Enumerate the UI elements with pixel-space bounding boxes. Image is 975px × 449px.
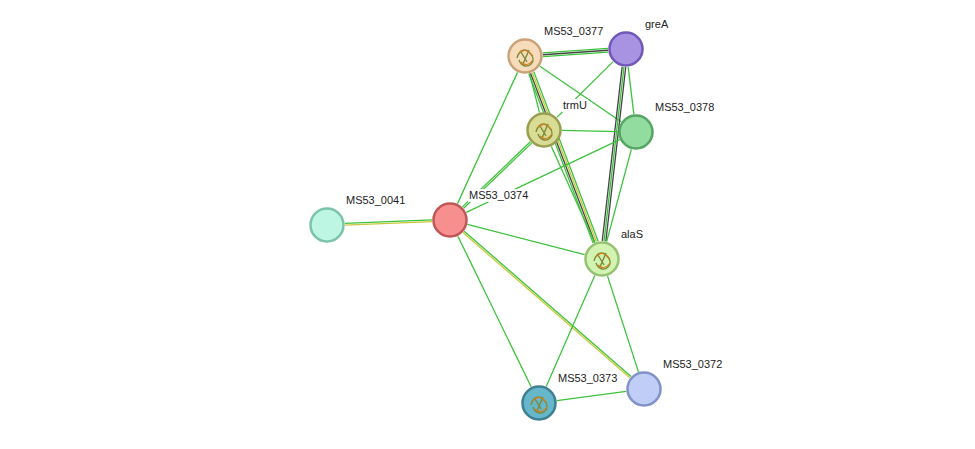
edge-line <box>463 233 630 378</box>
node-circle <box>521 385 557 421</box>
edge-line <box>457 72 517 203</box>
edge-line <box>551 146 594 242</box>
protein-node: alaS <box>584 241 620 277</box>
edge-line <box>606 67 626 241</box>
node-label: MS53_0041 <box>345 194 406 207</box>
node-label: MS53_0373 <box>557 372 618 385</box>
protein-node: trmU <box>526 112 562 148</box>
edge-line <box>608 276 639 372</box>
protein-node: MS53_0374 <box>432 202 468 238</box>
node-label: MS53_0374 <box>468 189 529 202</box>
interaction-edge <box>543 48 608 56</box>
node-label: MS53_0372 <box>662 358 723 371</box>
protein-node: greA <box>608 31 644 67</box>
edge-line <box>557 62 613 118</box>
edge-line <box>462 142 530 207</box>
node-circle <box>432 202 468 238</box>
node-circle <box>309 207 345 243</box>
node-circle <box>584 241 620 277</box>
interaction-edge <box>557 391 626 400</box>
edge-line <box>345 222 432 226</box>
interaction-edge <box>551 146 594 242</box>
node-circle <box>626 371 662 407</box>
node-circle <box>526 112 562 148</box>
interaction-edge <box>458 236 531 387</box>
edge-line <box>458 236 531 387</box>
interaction-edge <box>557 62 613 118</box>
interaction-edge <box>345 220 432 225</box>
interaction-edge <box>562 130 618 131</box>
node-circle <box>608 31 644 67</box>
interaction-edge <box>546 275 595 386</box>
interaction-edge <box>462 142 531 208</box>
node-label: MS53_0377 <box>543 25 604 38</box>
node-label: alaS <box>620 228 644 241</box>
node-label: MS53_0378 <box>654 101 715 114</box>
protein-node: MS53_0378 <box>618 114 654 150</box>
edge-line <box>562 130 618 131</box>
interaction-edge <box>457 72 517 203</box>
protein-node: MS53_0041 <box>309 207 345 243</box>
edge-line <box>557 391 626 400</box>
interaction-edge <box>466 140 619 213</box>
edge-line <box>466 140 619 213</box>
edge-line <box>464 143 532 208</box>
interaction-edge <box>463 231 631 378</box>
node-circle <box>507 38 543 74</box>
node-label: greA <box>644 18 669 31</box>
protein-node: MS53_0373 <box>521 385 557 421</box>
interaction-edge <box>529 72 598 243</box>
edge-line <box>543 52 608 57</box>
node-label: trmU <box>562 99 588 112</box>
interaction-edge <box>608 276 639 372</box>
edge-line <box>534 72 598 241</box>
interaction-edge <box>628 67 634 114</box>
edge-line <box>531 73 595 242</box>
edge-line <box>628 67 634 114</box>
edge-line <box>464 231 631 376</box>
node-circle <box>618 114 654 150</box>
edge-line <box>602 67 622 241</box>
edge-line <box>546 275 595 386</box>
protein-node: MS53_0377 <box>507 38 543 74</box>
protein-node: MS53_0372 <box>626 371 662 407</box>
